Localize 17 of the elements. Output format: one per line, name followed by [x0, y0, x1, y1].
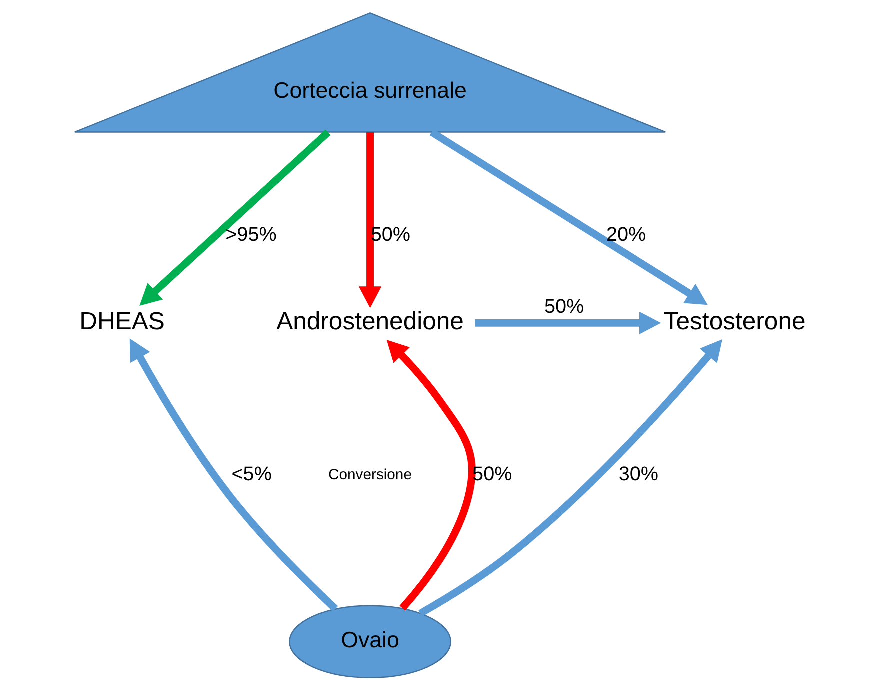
node-text: Androstenedione [276, 308, 464, 336]
arrow [430, 129, 708, 306]
label: Conversione [328, 468, 412, 484]
arrow [140, 130, 331, 306]
arrow [386, 340, 476, 611]
arrow [475, 312, 662, 335]
node-text: DHEAS [80, 308, 165, 336]
arrow [130, 338, 338, 612]
edge-label: >95% [226, 224, 277, 246]
edge-label: 50% [544, 296, 584, 318]
edge-label: 20% [606, 224, 646, 246]
node-text: Testosterone [664, 308, 806, 336]
arrow [358, 132, 382, 308]
arrow [418, 340, 722, 617]
node-ellipse: Ovaio [289, 605, 452, 678]
edge-label: <5% [232, 463, 272, 486]
edge-label: 30% [618, 463, 659, 486]
